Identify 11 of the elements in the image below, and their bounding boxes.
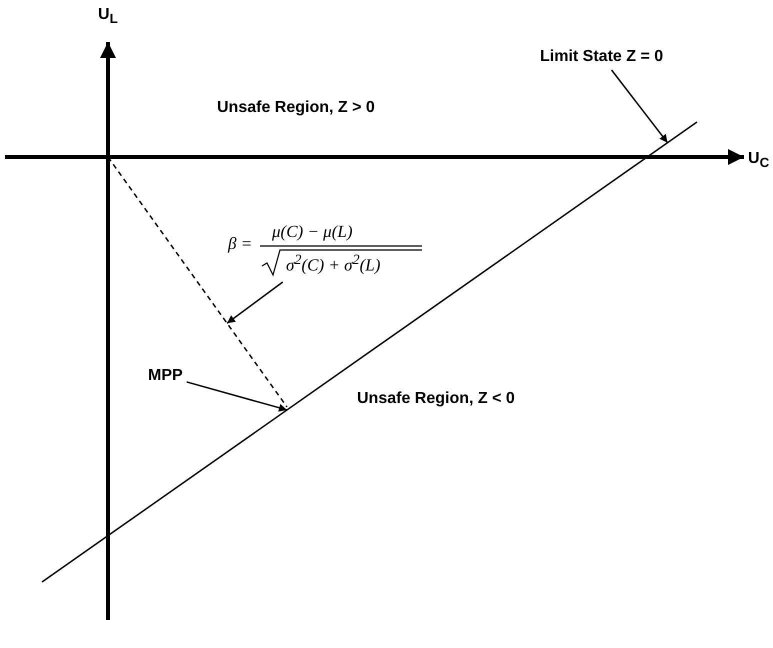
mpp-label: MPP <box>148 367 183 385</box>
axis-label: U$_{L}$ <box>98 6 118 26</box>
reliability-index-formula: β = μ(C) − μ(L) σ$^{2}$(C) + σ$^{2}$(L) <box>228 222 424 278</box>
leader-arrow <box>610 70 668 144</box>
leader-arrow <box>226 281 284 324</box>
region-label: Unsafe Region, Z < 0 <box>357 390 515 408</box>
region-label: Unsafe Region, Z > 0 <box>217 99 375 117</box>
limit-state-label: Limit State Z = 0 <box>540 48 664 66</box>
axis-label: U$_{C}$ <box>748 150 770 170</box>
leader-arrow <box>186 381 288 412</box>
limit-state-line <box>42 121 698 583</box>
